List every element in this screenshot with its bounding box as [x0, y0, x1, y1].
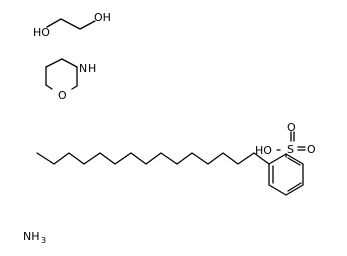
aromatic-double-bond [287, 157, 301, 166]
bond [71, 85, 78, 90]
sulfonic-hydroxyl-label: HO [255, 144, 272, 157]
bond [45, 58, 63, 68]
hydroxyl-label-right: OH [94, 11, 111, 24]
aromatic-double-bond [287, 182, 302, 192]
hydroxyl-label-left: HO [33, 26, 50, 39]
sulfonyl-oxygen-right-label: O [307, 143, 316, 156]
alkyl-chain [36, 152, 270, 165]
morpholine-nitrogen-label: N [79, 62, 87, 75]
morpholine: N H O [45, 58, 96, 102]
ammonia-subscript: 3 [41, 236, 46, 245]
bond [61, 58, 78, 68]
bond [46, 18, 62, 28]
morpholine-hydrogen-label: H [88, 62, 96, 75]
dodecylbenzenesulfonic-acid: HO S O O [36, 121, 316, 196]
sulfur-label: S [287, 143, 294, 156]
ammonia: NH 3 [23, 230, 46, 245]
ethylene-glycol: HO OH [33, 11, 111, 39]
bond [45, 84, 53, 90]
bond [60, 18, 81, 30]
bond [79, 20, 96, 30]
ammonia-label: NH [23, 230, 40, 243]
morpholine-oxygen-label: O [58, 89, 67, 102]
benzene-ring [268, 153, 304, 196]
sulfonyl-oxygen-top-label: O [287, 121, 296, 134]
